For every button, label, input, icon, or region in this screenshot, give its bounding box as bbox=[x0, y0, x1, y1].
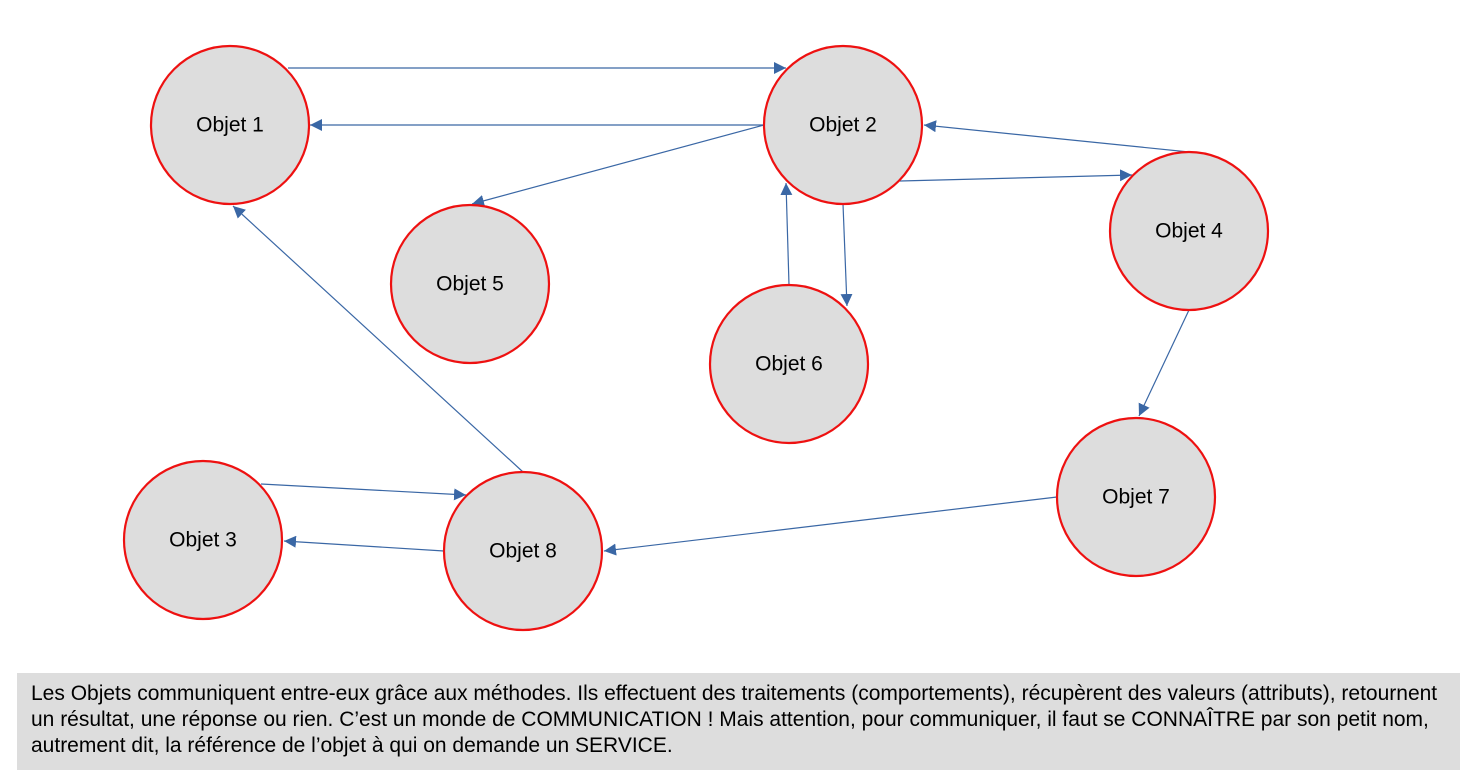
node-label: Objet 3 bbox=[169, 529, 237, 552]
node-objet-7: Objet 7 bbox=[1055, 416, 1217, 578]
node-circle bbox=[122, 459, 284, 621]
arrow-objet-2-to-objet-5 bbox=[471, 124, 765, 207]
node-label: Objet 2 bbox=[809, 114, 877, 137]
arrow-objet-6-to-objet-2 bbox=[780, 182, 793, 286]
node-circle bbox=[708, 283, 870, 445]
node-label: Objet 5 bbox=[436, 273, 504, 296]
arrow-objet-4-to-objet-7 bbox=[1138, 309, 1190, 417]
object-communication-diagram: Objet 1 Objet 2 Objet 3 Objet 4 Objet 5 Objet… bbox=[122, 44, 1270, 632]
node-objet-3: Objet 3 bbox=[122, 459, 284, 621]
edges-layer bbox=[232, 62, 1190, 556]
node-label: Objet 6 bbox=[755, 353, 823, 376]
node-objet-8: Objet 8 bbox=[442, 470, 604, 632]
caption-text: Les Objets communiquent entre-eux grâce … bbox=[31, 682, 1438, 757]
node-objet-6: Objet 6 bbox=[708, 283, 870, 445]
node-circle bbox=[1108, 150, 1270, 312]
node-objet-4: Objet 4 bbox=[1108, 150, 1270, 312]
node-label: Objet 4 bbox=[1155, 220, 1223, 243]
arrow-objet-2-to-objet-6 bbox=[840, 203, 853, 307]
arrow-objet-3-to-objet-8 bbox=[260, 483, 467, 501]
node-circle bbox=[1055, 416, 1217, 578]
arrow-objet-7-to-objet-8 bbox=[603, 496, 1058, 556]
arrow-objet-4-to-objet-2 bbox=[923, 120, 1190, 153]
node-circle bbox=[762, 44, 924, 206]
node-circle bbox=[149, 44, 311, 206]
node-label: Objet 1 bbox=[196, 114, 264, 137]
node-label: Objet 8 bbox=[489, 540, 557, 563]
caption-box: Les Objets communiquent entre-eux grâce … bbox=[17, 673, 1460, 770]
node-label: Objet 7 bbox=[1102, 486, 1170, 509]
node-circle bbox=[389, 203, 551, 365]
nodes-layer: Objet 1 Objet 2 Objet 3 Objet 4 Objet 5 Objet… bbox=[122, 44, 1270, 632]
arrow-objet-8-to-objet-1 bbox=[232, 205, 524, 473]
node-objet-1: Objet 1 bbox=[149, 44, 311, 206]
node-objet-2: Objet 2 bbox=[762, 44, 924, 206]
arrow-objet-2-to-objet-4 bbox=[899, 169, 1133, 182]
arrow-objet-8-to-objet-3 bbox=[283, 535, 445, 552]
node-objet-5: Objet 5 bbox=[389, 203, 551, 365]
node-circle bbox=[442, 470, 604, 632]
